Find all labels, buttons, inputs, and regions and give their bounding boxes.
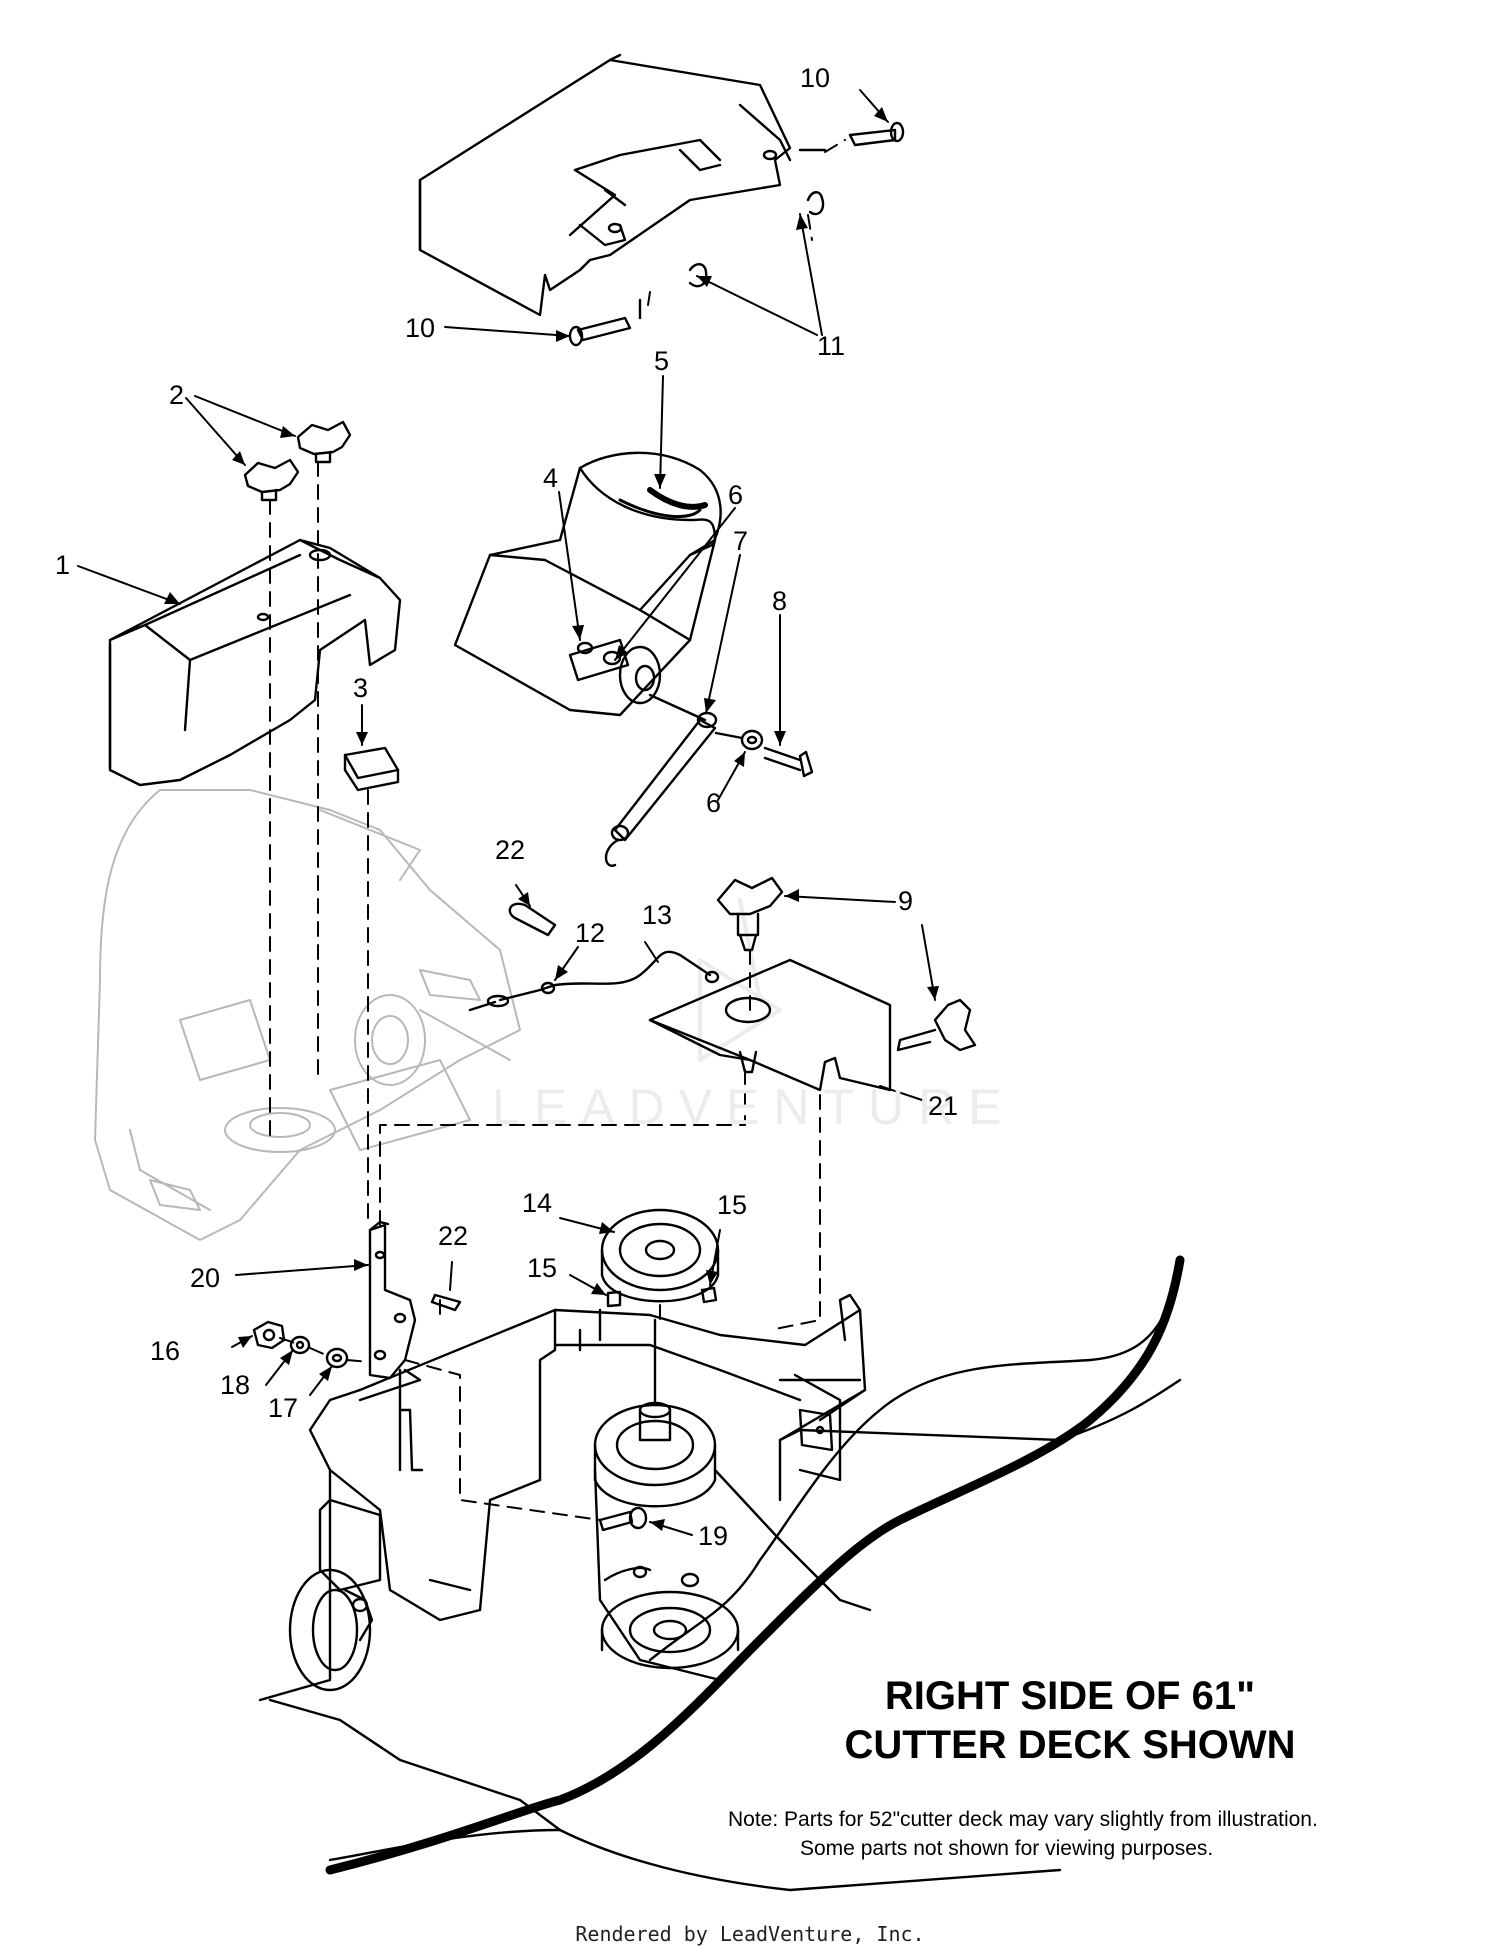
diagram-note: Note: Parts for 52"cutter deck may vary …: [728, 1805, 1318, 1864]
alignment-lines: [269, 139, 846, 1521]
watermark-text: LEADVENTURE: [492, 1079, 1016, 1135]
leader-lines: [77, 89, 936, 1536]
clip-part-22-bottom: [430, 1293, 462, 1312]
leader-arrowheads: [164, 107, 939, 1531]
callout-6-lower: 6: [706, 788, 722, 818]
background-deck-outline: [94, 789, 521, 1241]
link-arm: [604, 693, 718, 867]
bolt-part-19: [598, 1506, 648, 1532]
callout-7: 7: [733, 526, 749, 556]
bracket-part-20: [368, 1220, 417, 1380]
set-screw-part-15-left: [606, 1290, 622, 1308]
knob-part-9: [716, 876, 784, 952]
callout-15-left: 15: [527, 1253, 558, 1283]
title-line-1: RIGHT SIDE OF 61": [884, 1674, 1256, 1718]
callout-17: 17: [268, 1393, 299, 1423]
bolt-part-8: [714, 731, 814, 778]
callout-22-lower: 22: [438, 1221, 469, 1251]
knob-part-9-side: [896, 998, 977, 1052]
belt-cover: [108, 538, 402, 787]
set-screw-part-15-right: [700, 1286, 718, 1304]
title-line-2: CUTTER DECK SHOWN: [844, 1722, 1296, 1767]
callout-2: 2: [169, 380, 185, 410]
cable-part-13: [468, 950, 720, 1012]
spacer-block: [343, 746, 400, 792]
top-guard: [418, 53, 792, 317]
knob-part-2-left: [243, 458, 300, 502]
pin-part-10-top: [798, 121, 905, 152]
diagram-title: RIGHT SIDE OF 61" CUTTER DECK SHOWN: [790, 1672, 1350, 1770]
note-line-1: Note: Parts for 52"cutter deck may vary …: [728, 1808, 1318, 1831]
callout-22-upper: 22: [495, 835, 526, 865]
deck-edge-thick: [325, 1255, 1185, 1875]
watermark-logo: [698, 898, 782, 1062]
callout-10-top: 10: [800, 63, 831, 93]
callout-9: 9: [898, 886, 914, 916]
nut-part-16: [252, 1320, 286, 1350]
callout-16: 16: [150, 1336, 181, 1366]
clip-part-11-top: [806, 191, 825, 216]
cutter-deck: [258, 1258, 1182, 1892]
clip-part-11-bottom: [688, 263, 708, 288]
callout-18: 18: [220, 1370, 251, 1400]
callout-1: 1: [55, 550, 71, 580]
callout-19: 19: [698, 1521, 729, 1551]
callout-10-bottom: 10: [405, 313, 436, 343]
pulley-part-14: [600, 1208, 720, 1303]
washer-part-6: [740, 729, 764, 751]
callout-11: 11: [817, 331, 846, 361]
pin-part-10-bottom: [568, 298, 642, 347]
chute-plate-part-21: [648, 958, 892, 1092]
callout-15-right: 15: [717, 1190, 748, 1220]
render-credit: Rendered by LeadVenture, Inc.: [575, 1922, 925, 1946]
callout-21: 21: [928, 1091, 959, 1121]
callout-20: 20: [190, 1263, 221, 1293]
callout-13: 13: [642, 900, 673, 930]
callout-12: 12: [575, 918, 606, 948]
hairpin-part-22-top: [508, 902, 557, 937]
callout-14: 14: [522, 1188, 553, 1218]
note-line-2: Some parts not shown for viewing purpose…: [800, 1837, 1214, 1861]
callout-3: 3: [353, 673, 369, 703]
callout-4: 4: [543, 463, 559, 493]
callout-6-upper: 6: [728, 480, 744, 510]
washer-part-17: [325, 1347, 349, 1369]
knob-part-2-right: [296, 420, 352, 464]
discharge-chute: [453, 451, 722, 717]
callout-8: 8: [772, 586, 788, 616]
washer-part-18: [289, 1335, 311, 1355]
callout-5: 5: [654, 346, 670, 376]
